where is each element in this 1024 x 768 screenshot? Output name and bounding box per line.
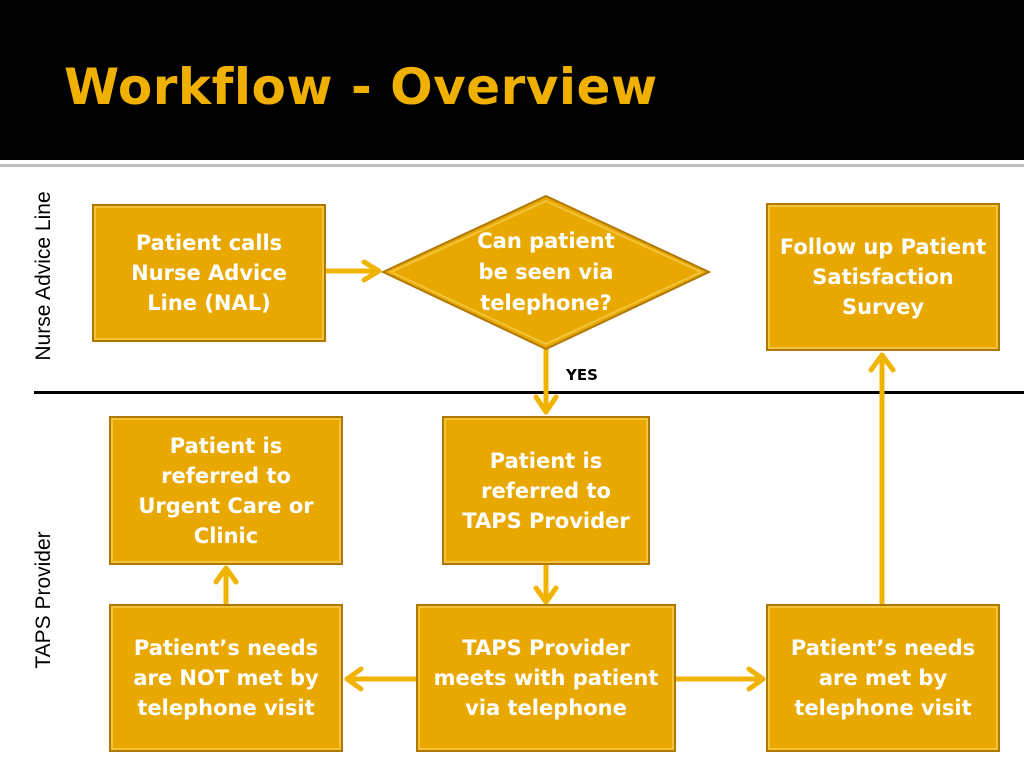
arrowhead-taps-to-meets — [533, 585, 559, 605]
node-needs-not-met: Patient’s needs are NOT met by telephone… — [109, 604, 343, 752]
node-patient-calls: Patient calls Nurse Advice Line (NAL) — [92, 204, 326, 342]
edge-label-yes: YES — [566, 366, 598, 384]
node-follow-up: Follow up Patient Satisfaction Survey — [766, 203, 1000, 351]
arrowhead-meets-to-needs-not-met — [344, 666, 364, 692]
node-decision-text: Can patient be seen via telephone? — [477, 228, 615, 315]
arrowhead-meets-to-needs-met — [746, 666, 766, 692]
node-referred-taps: Patient is referred to TAPS Provider — [442, 416, 650, 565]
slide-title: Workflow - Overview — [64, 58, 658, 116]
arrowhead-calls-to-decision — [361, 259, 382, 283]
node-referred-urgent: Patient is referred to Urgent Care or Cl… — [109, 416, 343, 565]
header-bar: Workflow - Overview — [0, 0, 1024, 160]
header-rule — [0, 164, 1024, 167]
node-provider-meets: TAPS Provider meets with patient via tel… — [416, 604, 676, 752]
decision-diamond — [380, 194, 712, 351]
node-needs-met: Patient’s needs are met by telephone vis… — [766, 604, 1000, 752]
lane-divider — [34, 391, 1024, 394]
arrowhead-met-to-follow-up — [868, 352, 896, 373]
arrowhead-not-met-to-urgent — [213, 565, 239, 585]
arrowhead-decision-to-taps — [533, 394, 559, 415]
